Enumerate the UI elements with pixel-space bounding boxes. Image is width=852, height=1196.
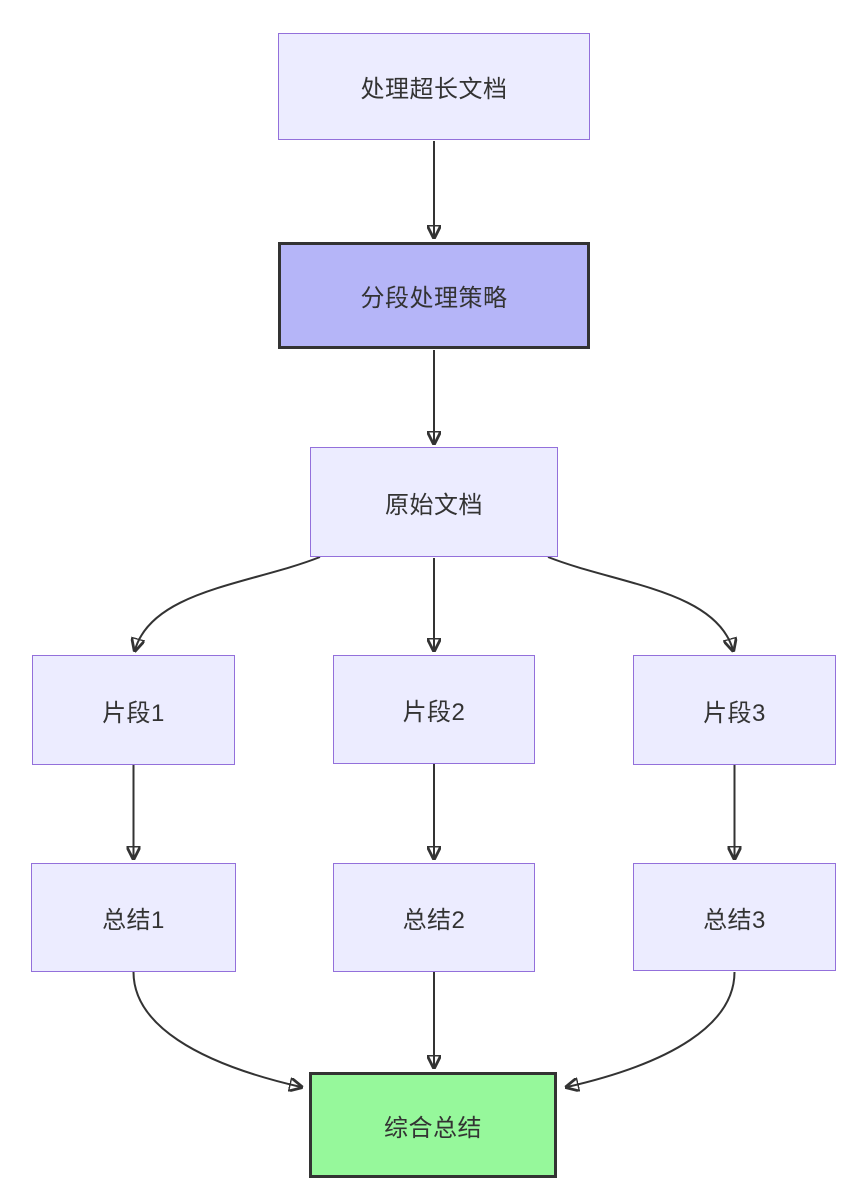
edge-s1-f [132,971,302,1087]
node-fragment-2: 片段2 [333,655,535,764]
edge-s3-f [567,971,736,1087]
node-segmentation-strategy: 分段处理策略 [278,242,590,349]
node-fragment-1: 片段1 [32,655,235,765]
node-fragment-3: 片段3 [633,655,836,765]
node-summary-2: 总结2 [333,863,535,972]
node-label: 片段1 [102,699,165,727]
node-final-summary: 综合总结 [309,1072,557,1178]
node-label: 分段处理策略 [360,285,508,312]
node-handle-long-document: 处理超长文档 [278,33,590,140]
node-summary-3: 总结3 [633,863,836,971]
node-label: 片段2 [402,699,466,726]
edge-c-d3 [547,556,733,650]
node-label: 处理超长文档 [360,76,508,103]
node-summary-1: 总结1 [31,863,236,972]
node-label: 综合总结 [384,1114,482,1142]
node-label: 总结2 [402,907,466,934]
node-label: 总结3 [703,906,766,934]
node-label: 总结1 [102,907,165,934]
node-label: 原始文档 [385,491,483,519]
edge-c-d1 [135,556,321,650]
node-label: 片段3 [703,699,766,727]
node-original-document: 原始文档 [310,447,558,557]
